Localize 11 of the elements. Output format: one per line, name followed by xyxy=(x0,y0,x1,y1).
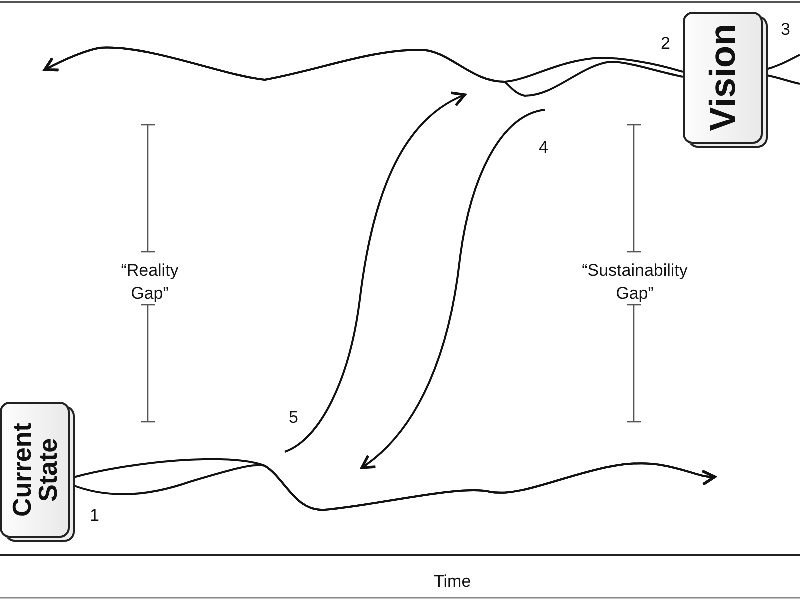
box-label: Current State xyxy=(9,422,61,519)
gap-label: “Reality Gap” xyxy=(120,260,180,305)
callout-number: 1 xyxy=(90,506,100,526)
gap-label: “Sustainability Gap” xyxy=(581,260,689,305)
axis-label: Time xyxy=(434,572,472,592)
callout-number: 2 xyxy=(661,34,670,54)
callout-number: 5 xyxy=(289,408,298,428)
box-label: Vision xyxy=(705,24,741,132)
callout-number: 3 xyxy=(781,20,790,40)
curved-arrow xyxy=(44,46,684,97)
callout-number: 4 xyxy=(539,138,548,158)
